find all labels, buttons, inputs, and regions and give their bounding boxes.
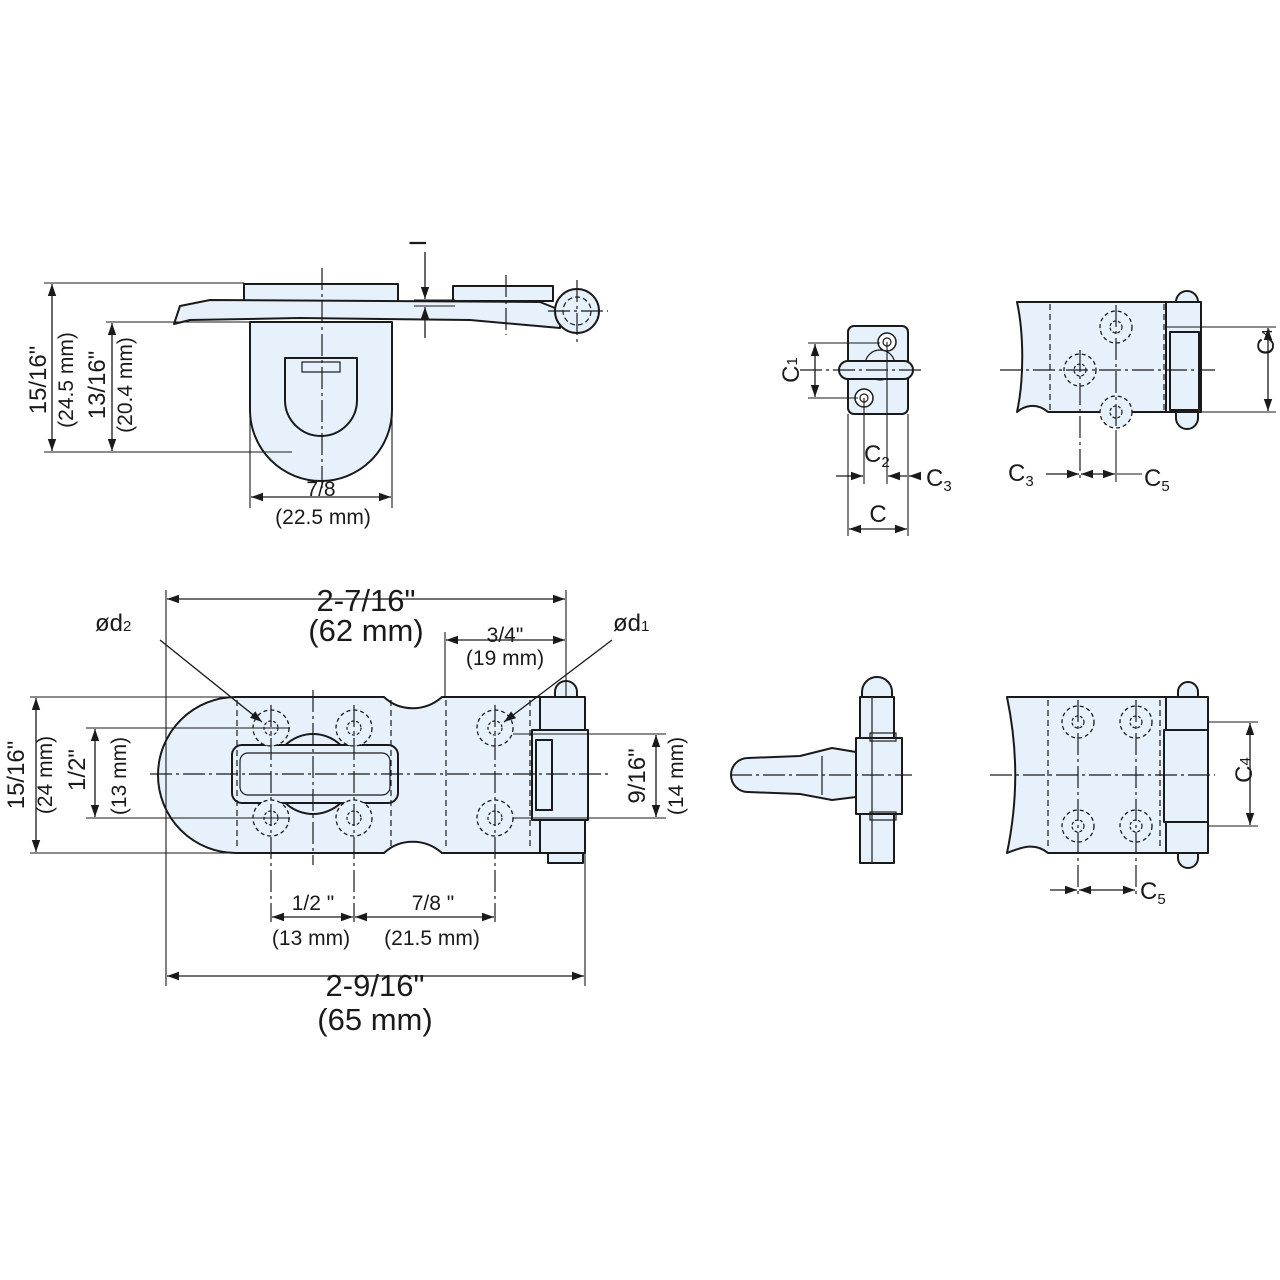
end-view-b [730, 676, 912, 864]
pitch-a-mm-label: (13 mm) [272, 927, 350, 950]
side-view: 15/16" (24.5 mm) 13/16" (20.4 mm) 7/8 (2… [25, 240, 608, 529]
pitch-a-in-label: 1/2 " [292, 892, 334, 915]
pitch-b-in-label: 7/8 " [412, 892, 454, 915]
hinge-offset-in-label: 3/4" [487, 624, 524, 647]
pitch-b-mm-label: (21.5 mm) [384, 927, 480, 950]
c5-label-bottom: C5 [1140, 878, 1166, 908]
loop-height-mm-label: (20.4 mm) [114, 337, 137, 433]
c3-label-top: C3 [1008, 460, 1034, 490]
leaf-spacing-mm-label: (14 mm) [665, 737, 688, 815]
loop-width-mm-label: (22.5 mm) [275, 506, 371, 529]
c4-label-top: C4 [1253, 329, 1280, 355]
d2-label: ød2 [95, 610, 131, 637]
staple-plan-view-b: C4 C5 [990, 681, 1258, 908]
d1-label: ød1 [613, 610, 649, 637]
overall-length-in-label: 2-9/16" [326, 968, 425, 1003]
c3-label-end: C3 [926, 465, 952, 495]
height-in-label: 15/16" [25, 346, 52, 415]
c5-label-top: C5 [1144, 465, 1170, 495]
width-mm-label: (24 mm) [34, 736, 57, 814]
hasp-length-in-label: 2-7/16" [317, 583, 416, 618]
loop-width-in-label: 7/8 [306, 478, 335, 501]
hole-spacing-mm-label: (13 mm) [108, 737, 131, 815]
hole-spacing-in-label: 1/2" [64, 749, 91, 791]
height-mm-label: (24.5 mm) [55, 332, 78, 428]
hinge-offset-mm-label: (19 mm) [466, 647, 544, 670]
hasp-plan-view: 2-7/16" (62 mm) 3/4" (19 mm) 1/2 " (13 m… [3, 583, 688, 1037]
c1-label: C1 [778, 357, 805, 383]
leaf-spacing-in-label: 9/16" [624, 748, 651, 803]
end-view-a: C1 C2 C3 C [778, 325, 952, 536]
overall-length-mm-label: (65 mm) [317, 1002, 432, 1037]
staple-plan-view: C4 C3 C5 [1000, 290, 1280, 495]
thickness-label: I [405, 240, 432, 247]
c2-label: C2 [864, 441, 890, 471]
loop-height-in-label: 13/16" [84, 351, 111, 420]
c4-label-bottom: C4 [1231, 757, 1258, 783]
width-in-label: 15/16" [3, 741, 30, 810]
c-label: C [869, 501, 886, 528]
hasp-length-mm-label: (62 mm) [308, 613, 423, 648]
